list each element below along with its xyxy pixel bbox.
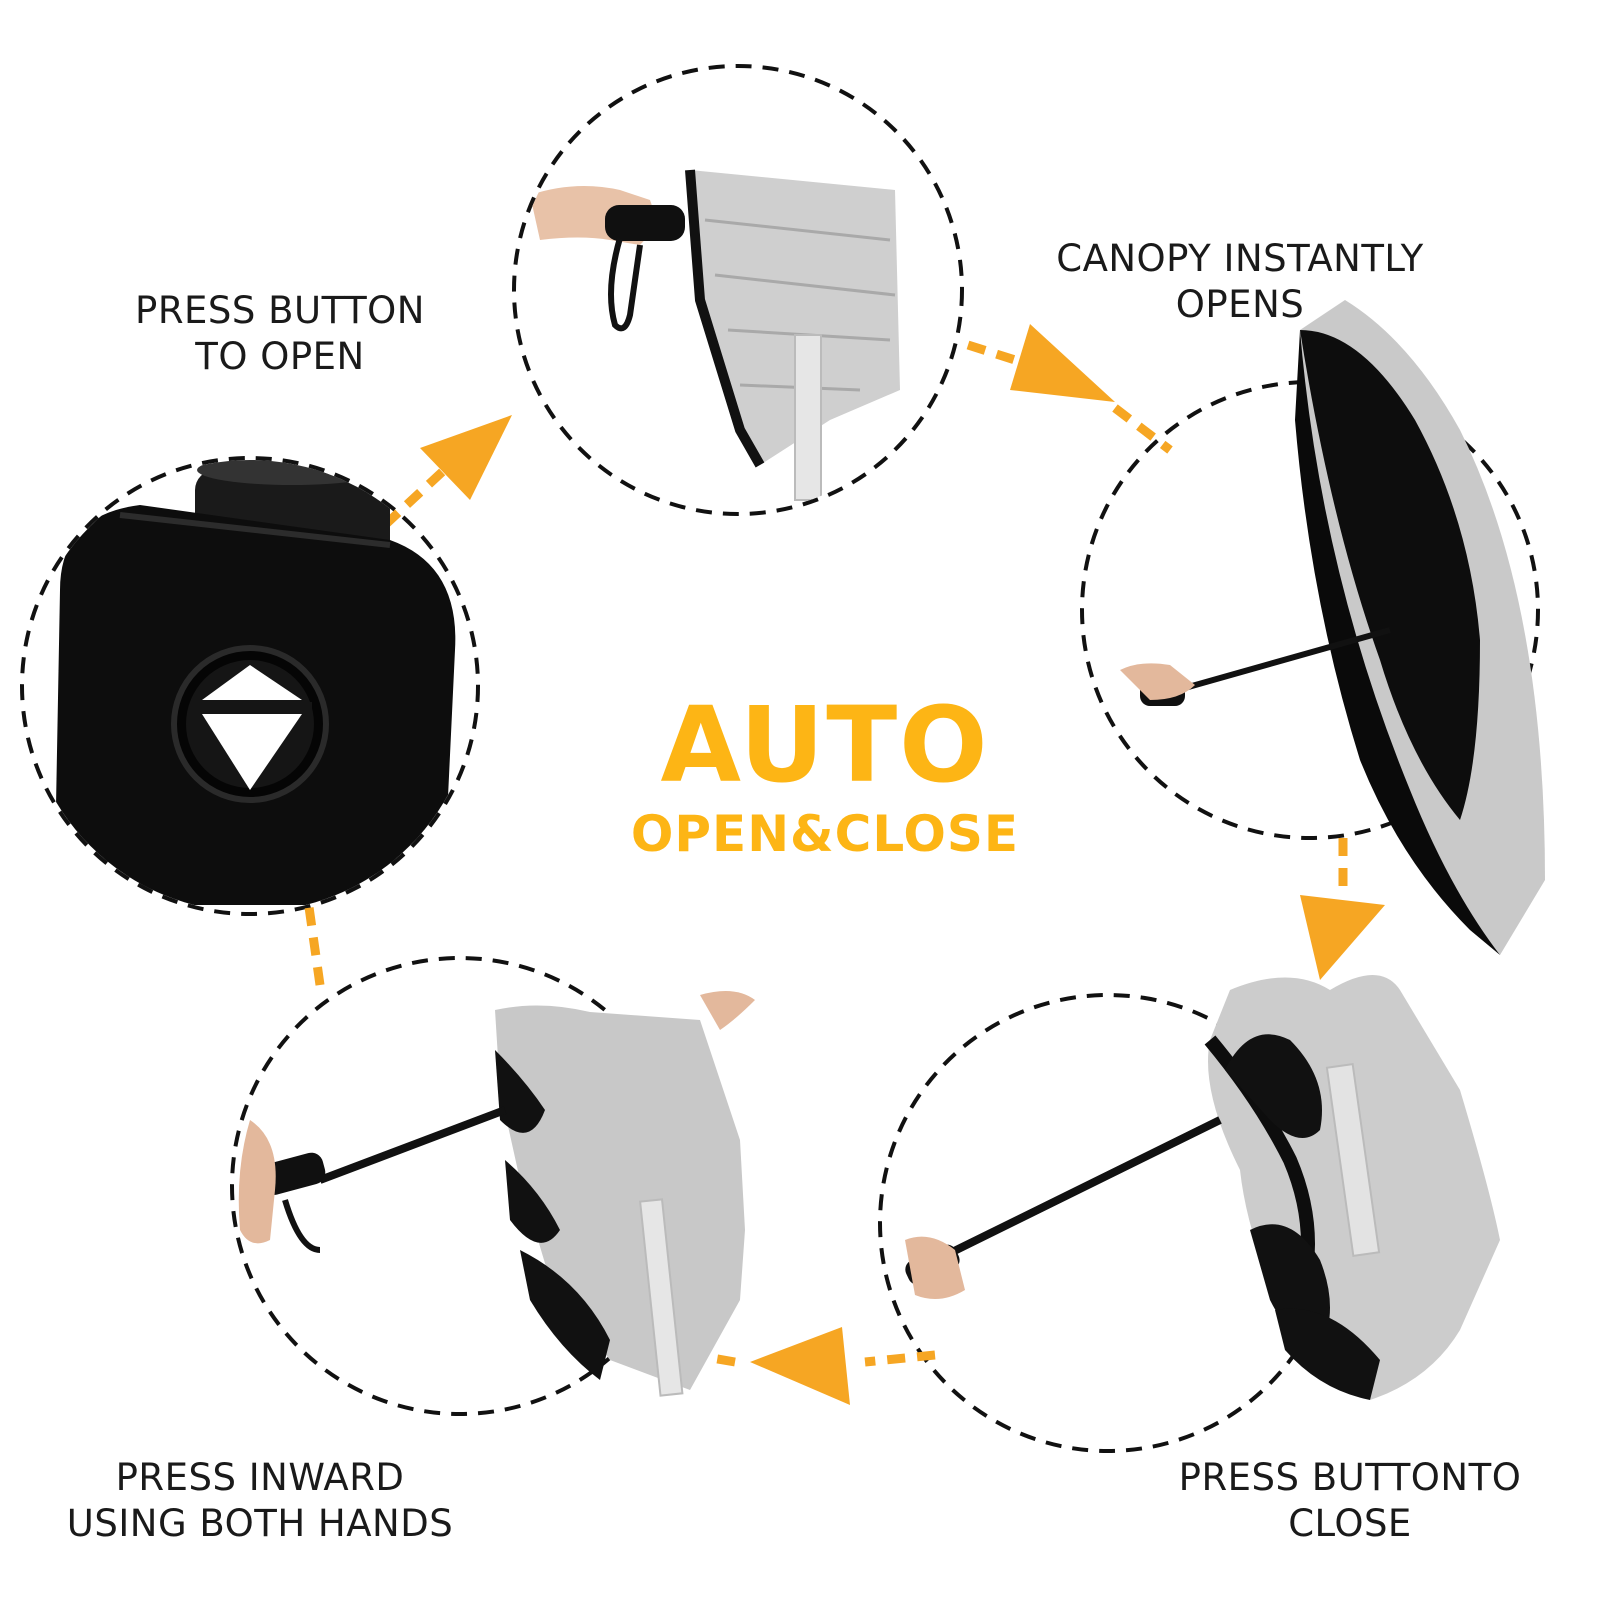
step-label-line: CLOSE bbox=[1288, 1502, 1412, 1545]
step-label-line: USING BOTH HANDS bbox=[66, 1502, 454, 1545]
step-label-canopy-opens: CANOPY INSTANTLY OPENS bbox=[1020, 236, 1460, 328]
handle-button-icon bbox=[55, 460, 456, 905]
closed-umbrella-icon bbox=[530, 169, 900, 501]
frame-circle-top bbox=[512, 64, 964, 516]
step-label-line: PRESS BUTTON bbox=[135, 289, 425, 332]
step-label-line: OPENS bbox=[1175, 283, 1305, 326]
closing-umbrella-icon bbox=[905, 975, 1500, 1400]
headline-main: AUTO bbox=[660, 684, 990, 806]
step-label-line: PRESS INWARD bbox=[115, 1456, 405, 1499]
step-label-press-inward: PRESS INWARD USING BOTH HANDS bbox=[30, 1455, 490, 1547]
step-label-line: PRESS BUTTONTO bbox=[1178, 1456, 1522, 1499]
step-label-press-to-close: PRESS BUTTONTO CLOSE bbox=[1150, 1455, 1550, 1547]
folding-umbrella-icon bbox=[238, 991, 755, 1397]
frame-circle-handle bbox=[20, 456, 480, 916]
open-umbrella-icon bbox=[1120, 300, 1545, 955]
frame-circle-right bbox=[1080, 380, 1540, 840]
step-label-line: TO OPEN bbox=[195, 335, 365, 378]
flow-arrow-icon bbox=[303, 324, 1385, 1405]
step-label-line: CANOPY INSTANTLY bbox=[1056, 237, 1424, 280]
headline-sub: OPEN&CLOSE bbox=[630, 805, 1020, 863]
step-label-press-to-open: PRESS BUTTON TO OPEN bbox=[100, 288, 460, 380]
